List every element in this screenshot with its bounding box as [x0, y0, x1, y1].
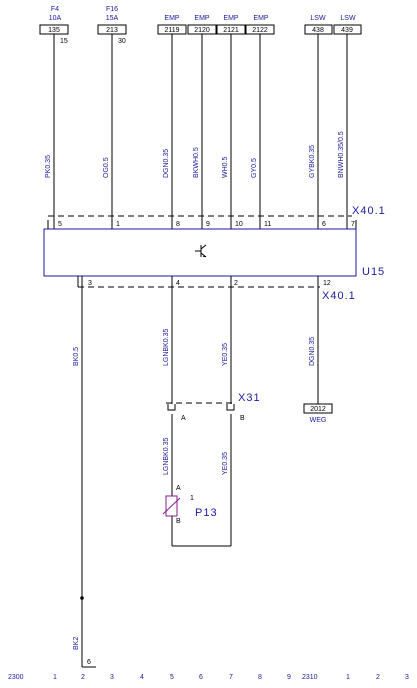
scale-mark: 8 [258, 674, 262, 681]
fuse-f4-pin: 15 [60, 38, 68, 45]
scale-mark: 1 [346, 674, 350, 681]
wire-label: LGNBK0.35 [163, 438, 170, 475]
weg-terminal: 2012 WEG [303, 403, 333, 424]
ground-splice-dot [80, 596, 84, 600]
sensor-p13-pin-a: A [176, 485, 181, 492]
pin-number: 9 [206, 221, 210, 228]
pin-number: 1 [116, 221, 120, 228]
emp-label: EMP [194, 15, 210, 22]
emp-headers: EMP EMP EMP EMP 2119 2120 2121 2122 [157, 15, 275, 35]
wire-label: BNWH0.35/0.5 [338, 131, 345, 178]
connector-x31-label: X31 [238, 392, 261, 404]
emp-label: EMP [253, 15, 269, 22]
top-pins: 5 1 8 9 10 11 6 7 [47, 220, 357, 229]
pin-number: 4 [176, 280, 180, 287]
fuse-f16-pin: 30 [118, 38, 126, 45]
scale-mark: 6 [199, 674, 203, 681]
weg-code: 2012 [310, 406, 326, 413]
wire-label: BK2 [73, 637, 80, 650]
wire-label: YE0.35 [222, 452, 229, 475]
scale-mark: 2 [81, 674, 85, 681]
scale-mark: 1 [53, 674, 57, 681]
connector-x40-top-label: X40.1 [352, 205, 386, 217]
transistor-icon [195, 244, 207, 258]
pin-number: 5 [58, 221, 62, 228]
emp-label: EMP [164, 15, 180, 22]
bottom-pins: 3 4 2 12 [77, 276, 331, 287]
fuse-f4-rating: 10A [49, 15, 62, 22]
scale-mark: 7 [229, 674, 233, 681]
pin-number: 7 [351, 221, 355, 228]
bottom-wires [81, 276, 319, 667]
scale-mark: 4 [140, 674, 144, 681]
bottom-scale: 2300 1 2 3 4 5 6 7 8 9 2310 1 2 3 [8, 674, 409, 681]
pin-number: 8 [176, 221, 180, 228]
connector-x31-pin-a-socket [167, 404, 176, 411]
scale-mark: 3 [405, 674, 409, 681]
sensor-p13-pin-1: 1 [190, 495, 194, 502]
emp-code: 2119 [164, 27, 179, 34]
lsw-label: LSW [310, 15, 326, 22]
wire-label: YE0.35 [222, 343, 229, 366]
wire-label: PK0.35 [45, 155, 52, 178]
emp-code: 2120 [194, 27, 210, 34]
wire-label: DGN0.35 [163, 149, 170, 178]
fuse-f4-name: F4 [51, 6, 59, 13]
fuse-f16-rating: 15A [106, 15, 119, 22]
pin-number: 10 [235, 221, 243, 228]
scale-start: 2300 [8, 674, 24, 681]
connector-x31-pin-b-socket [226, 404, 235, 411]
weg-label: WEG [310, 417, 327, 424]
lsw-headers: LSW LSW 438 439 [304, 15, 362, 35]
wire-label: BKWH0.5 [193, 147, 200, 178]
lsw-code: 438 [312, 27, 324, 34]
lsw-code: 439 [341, 27, 353, 34]
connector-x31-pin-a: A [181, 415, 186, 422]
wire-label: GY0.5 [251, 158, 258, 178]
scale-mark: 2 [376, 674, 380, 681]
wire-label: OG0.5 [103, 157, 110, 178]
pin-number: 3 [88, 280, 92, 287]
wire-label: BK0.5 [73, 347, 80, 366]
wire-label: LGNBK0.35 [163, 329, 170, 366]
scale-mark: 9 [287, 674, 291, 681]
emp-code: 2121 [223, 27, 239, 34]
emp-code: 2122 [252, 27, 268, 34]
lsw-label: LSW [340, 15, 356, 22]
pin-number: 2 [234, 280, 238, 287]
fuse-f16-name: F16 [106, 6, 118, 13]
connector-x31-pin-b: B [240, 415, 245, 422]
scale-mark: 3 [110, 674, 114, 681]
wire-label: GYBK0.35 [309, 145, 316, 178]
module-u15-box [43, 228, 357, 277]
sensor-p13-label: P13 [195, 507, 218, 519]
module-u15-label: U15 [362, 266, 385, 278]
fuse-f4-code: 135 [48, 27, 60, 34]
scale-second: 2310 [302, 674, 318, 681]
connector-x31: X31 A B [166, 392, 261, 422]
fuse-f16-code: 213 [106, 27, 118, 34]
bottom-wire-labels: BK0.5 LGNBK0.35 YE0.35 DGN0.35 LGNBK0.35… [73, 329, 316, 650]
pin-number: 6 [322, 221, 326, 228]
top-wire-labels: PK0.35 OG0.5 DGN0.35 BKWH0.5 WH0.5 GY0.5… [45, 131, 345, 178]
scale-mark: 5 [170, 674, 174, 681]
sensor-p13: A B 1 P13 [162, 485, 218, 525]
pin-number: 12 [323, 280, 331, 287]
pin-number: 11 [264, 221, 271, 228]
wire-label: WH0.5 [222, 157, 229, 179]
ground-pin: 6 [87, 659, 91, 666]
sensor-p13-pin-b: B [176, 518, 181, 525]
sensor-p13-variable-icon [162, 497, 181, 515]
connector-x40-bottom-label: X40.1 [322, 290, 356, 302]
wire-label: DGN0.35 [309, 337, 316, 366]
weg-code-box [303, 403, 333, 414]
top-wires [53, 34, 348, 229]
emp-label: EMP [223, 15, 239, 22]
